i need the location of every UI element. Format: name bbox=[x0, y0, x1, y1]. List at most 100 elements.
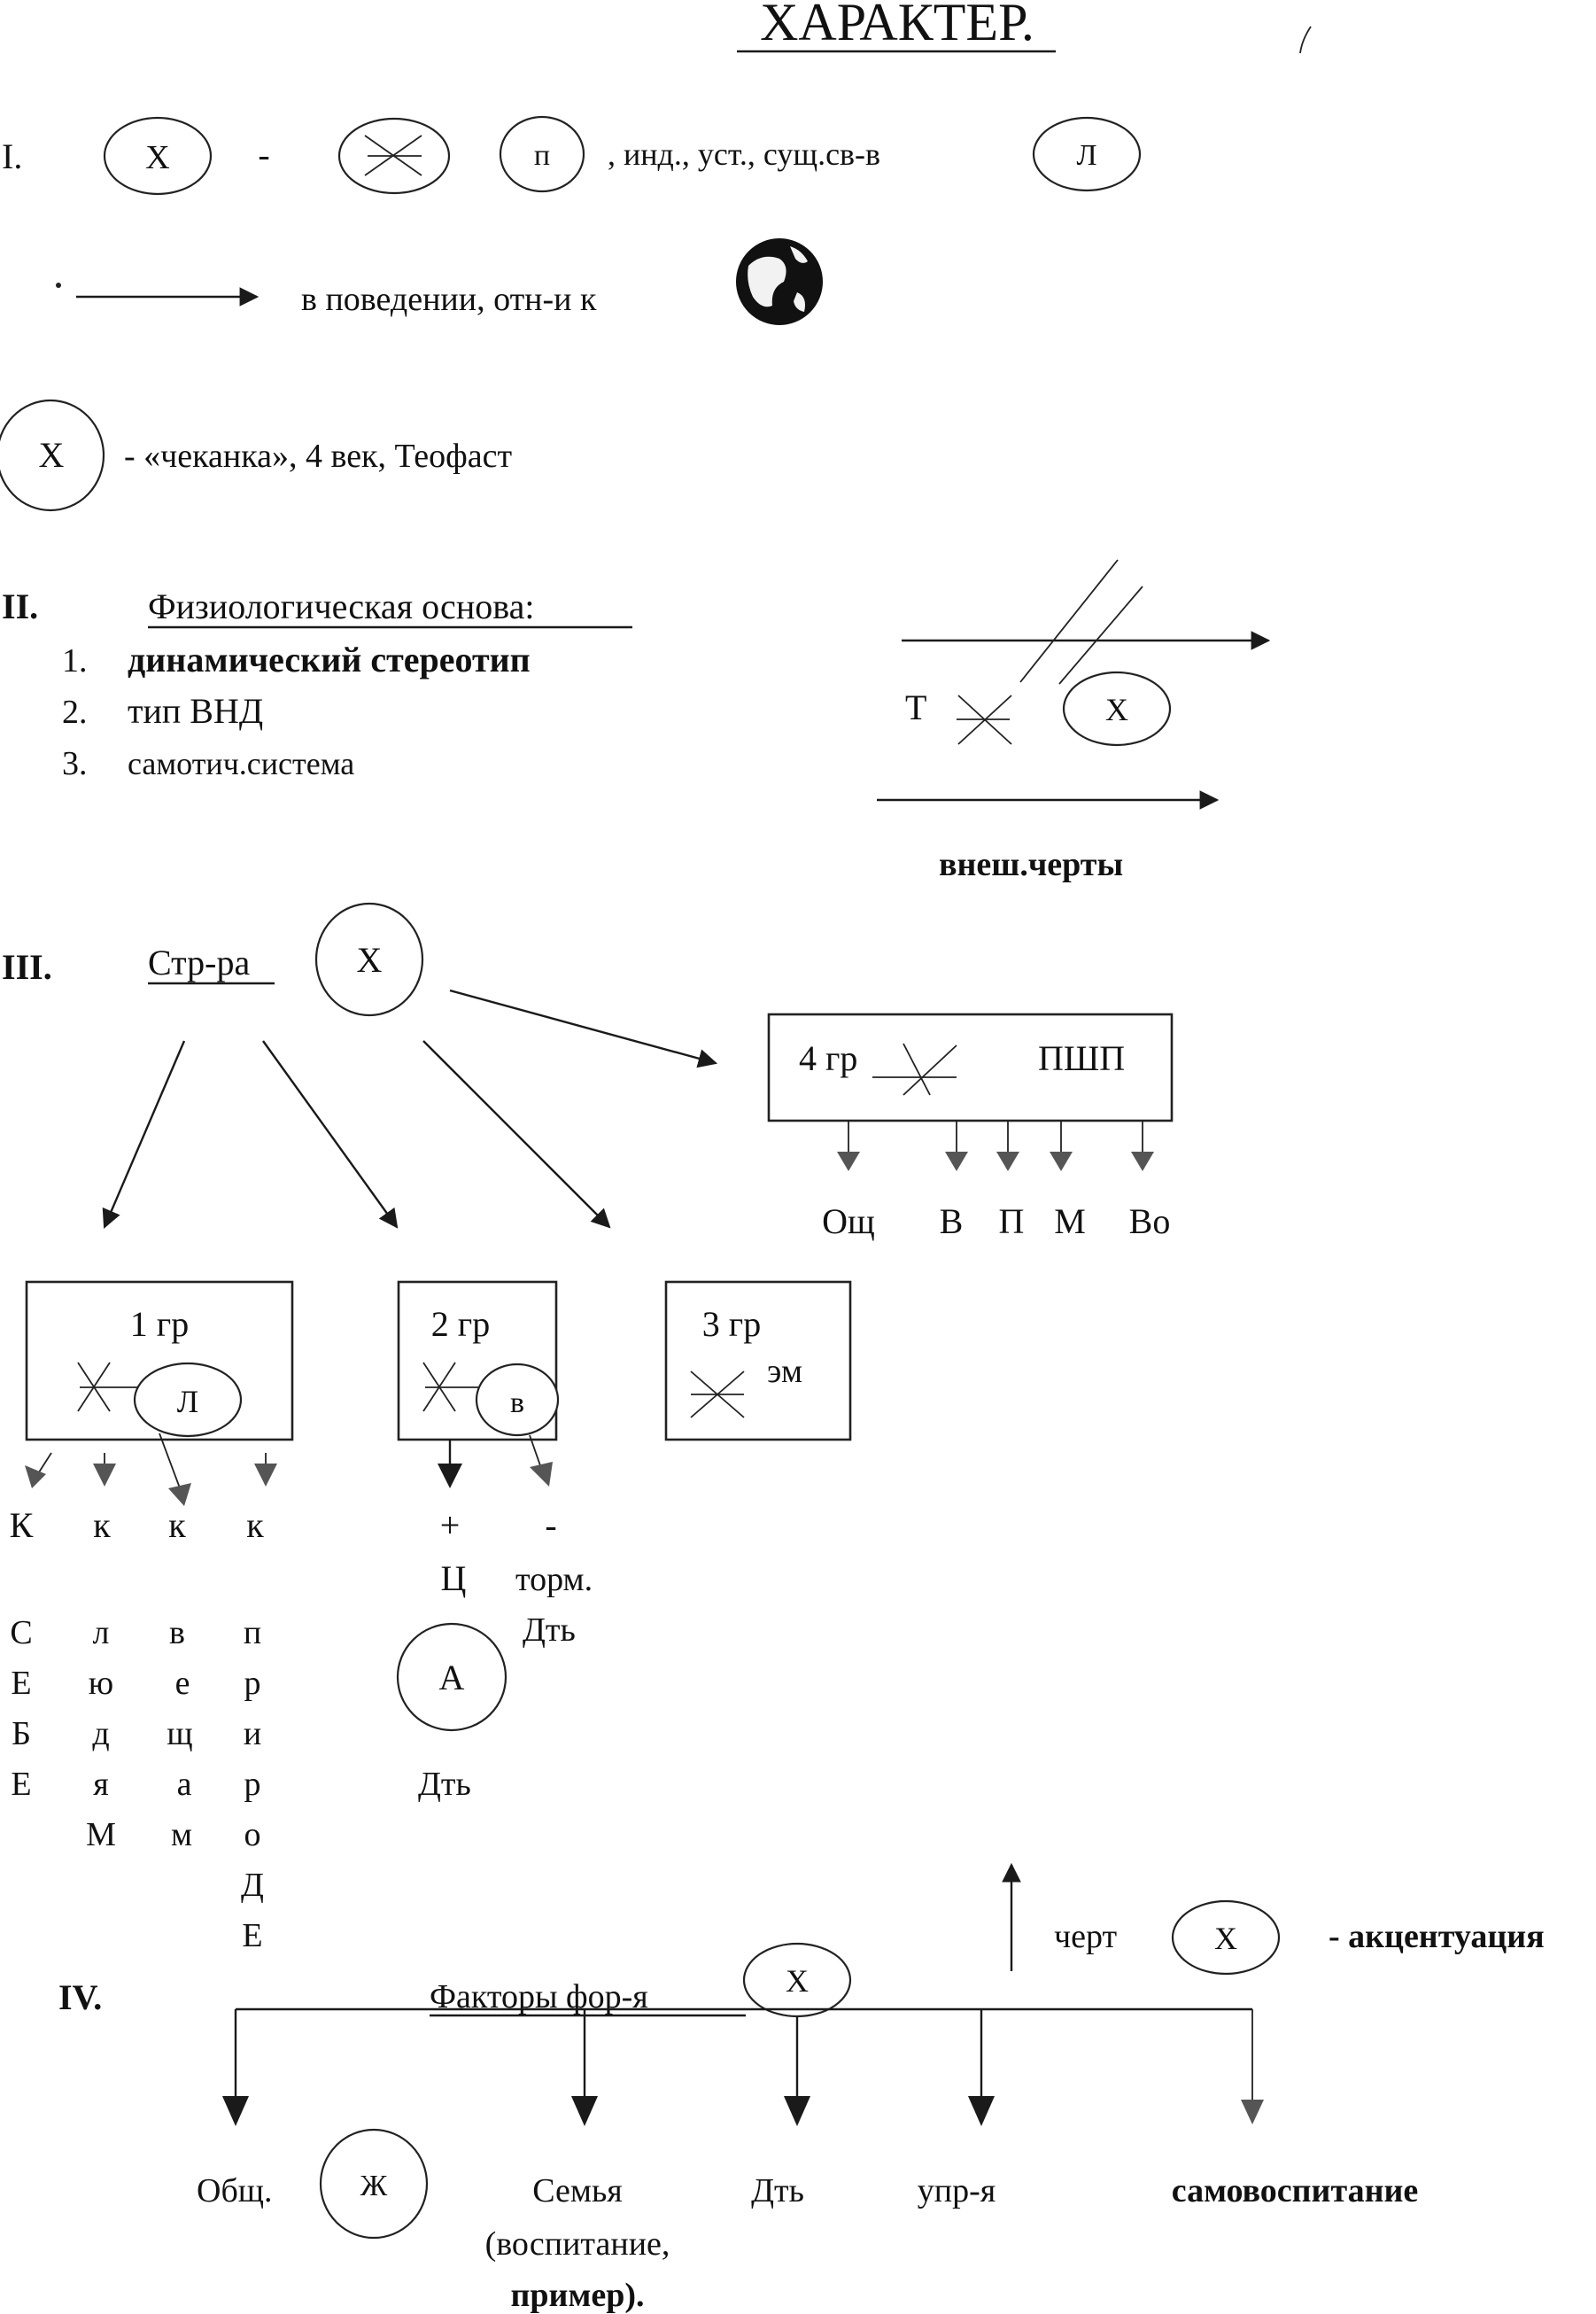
column-letter: Б bbox=[12, 1715, 31, 1752]
section3-circle-x bbox=[314, 902, 424, 1017]
group2-c-label: Ц bbox=[441, 1558, 467, 1598]
group1-output-arrows bbox=[25, 1433, 277, 1506]
group3-label: 3 гр bbox=[702, 1304, 761, 1344]
dot-mark bbox=[56, 283, 61, 288]
group3-box bbox=[664, 1280, 852, 1441]
section2-ext-label: внеш.черты bbox=[939, 846, 1123, 883]
section2-circle-x bbox=[1062, 671, 1172, 747]
section2-slash bbox=[1019, 559, 1119, 683]
column-letter: и bbox=[244, 1715, 261, 1752]
group4-output-label: М bbox=[1054, 1201, 1086, 1241]
accent-circle-x-label: Х bbox=[1214, 1921, 1237, 1956]
section1-numeral: I. bbox=[2, 136, 22, 176]
group2-dt1: Дть bbox=[523, 1611, 576, 1649]
factor-label: Общ. bbox=[197, 2172, 273, 2209]
section4-circle-x-label: Х bbox=[786, 1963, 809, 1999]
group1-output-label: к bbox=[93, 1505, 111, 1545]
group1-circle-l bbox=[133, 1362, 243, 1438]
section4-numeral: IV. bbox=[58, 1977, 102, 2017]
page-title: ХАРАКТЕР. bbox=[760, 0, 1034, 51]
column-letter: щ bbox=[167, 1715, 192, 1752]
group2-output-arrows bbox=[438, 1434, 553, 1488]
section2-slash bbox=[1058, 586, 1143, 685]
column-letter: л bbox=[93, 1614, 110, 1651]
column-letter: М bbox=[86, 1816, 116, 1853]
column-letter: С bbox=[10, 1614, 32, 1651]
column-letter: я bbox=[93, 1766, 108, 1803]
arrow-to-group3 bbox=[422, 1040, 611, 1229]
section4-drop-arrows bbox=[222, 2009, 1264, 2126]
column-letter: е bbox=[175, 1665, 190, 1702]
group2-circle-a-label: А bbox=[439, 1658, 465, 1697]
arrow-to-group2 bbox=[262, 1040, 399, 1229]
section2-item-num: 3. bbox=[62, 745, 88, 782]
section1-circle-l-label: Л bbox=[1076, 139, 1096, 172]
group2-torm: торм. bbox=[515, 1561, 593, 1598]
column-letter: о bbox=[244, 1816, 261, 1853]
section3-numeral: III. bbox=[2, 947, 52, 987]
section2-circle-x-label: Х bbox=[1105, 692, 1128, 727]
group2-label: 2 гр bbox=[431, 1304, 490, 1344]
section1-circle-p bbox=[499, 115, 585, 193]
group3-suffix: эм bbox=[767, 1353, 802, 1390]
stray-mark bbox=[1299, 26, 1312, 54]
group4-output-arrows bbox=[837, 1121, 1154, 1171]
group4-output-label: Во bbox=[1129, 1201, 1171, 1241]
accent-circle-x bbox=[1171, 1899, 1281, 1976]
section1-dash: - bbox=[258, 135, 269, 175]
family-note: пример). bbox=[511, 2277, 645, 2314]
cross-stroke bbox=[903, 1043, 931, 1096]
factor-label: Семья bbox=[532, 2172, 623, 2209]
group2-circle-a bbox=[396, 1622, 507, 1732]
arrow-to-group4 bbox=[449, 989, 718, 1068]
group1-output-label: К bbox=[10, 1505, 34, 1545]
group2-circle-v bbox=[475, 1363, 560, 1437]
column-letter: Е bbox=[11, 1766, 31, 1803]
column-letter: п bbox=[244, 1614, 261, 1651]
group1-label: 1 гр bbox=[130, 1304, 189, 1344]
group2-box bbox=[397, 1280, 558, 1441]
section1-text: , инд., уст., сущ.св-в bbox=[608, 136, 880, 172]
section1-circle-x bbox=[103, 116, 213, 196]
group4-right: ПШП bbox=[1038, 1038, 1125, 1078]
section2-numeral: II. bbox=[2, 586, 38, 626]
section4-circle-zh bbox=[319, 2128, 429, 2240]
group2-plus: + bbox=[440, 1505, 461, 1545]
column-letter: Е bbox=[11, 1665, 31, 1702]
column-letter: ю bbox=[89, 1665, 113, 1702]
column-letter: Е bbox=[242, 1917, 262, 1954]
column-letter: Д bbox=[241, 1867, 264, 1904]
section3-heading: Стр-ра bbox=[148, 943, 250, 982]
section1-circle-l bbox=[1032, 116, 1142, 192]
factor-label: Дть bbox=[751, 2172, 804, 2209]
column-letter: в bbox=[169, 1614, 185, 1651]
section2-item-num: 2. bbox=[62, 694, 88, 731]
column-letter: м bbox=[171, 1816, 192, 1853]
group4-box bbox=[767, 1013, 1174, 1122]
factor-label: самовоспитание bbox=[1172, 2172, 1418, 2209]
factor-label: упр-я bbox=[918, 2172, 996, 2209]
section3-circle-x-label: Х bbox=[357, 940, 383, 980]
globe-icon bbox=[736, 238, 823, 325]
column-letter: р bbox=[244, 1766, 261, 1803]
section1-circle-x-big bbox=[0, 399, 105, 512]
group1-box bbox=[25, 1280, 294, 1441]
group4-output-label: Ощ bbox=[822, 1201, 875, 1241]
section2-item-text: тип ВНД bbox=[128, 691, 263, 731]
section1-x-big-label: Х bbox=[39, 435, 65, 475]
cross-stroke bbox=[903, 1044, 957, 1096]
section1-arrow-text: в поведении, отн-и к bbox=[301, 281, 597, 318]
accent-pre: черт bbox=[1054, 1918, 1117, 1955]
section2-item-num: 1. bbox=[62, 642, 88, 679]
accent-post: - акцентуация bbox=[1329, 1918, 1545, 1955]
group2-circle-v-label: в bbox=[510, 1386, 524, 1419]
letter-columns: С Е Б Е л ю д я М в е щ а м п р и р о Д … bbox=[10, 1614, 264, 1954]
group2-minus: - bbox=[545, 1505, 556, 1545]
group2-dt2: Дть bbox=[418, 1766, 471, 1803]
arrow-to-group1 bbox=[102, 1040, 186, 1229]
section1-circle-x-label: Х bbox=[145, 139, 169, 176]
section2-heading: Физиологическая основа: bbox=[148, 586, 534, 626]
group1-output-label: к bbox=[168, 1505, 186, 1545]
section2-item-text: самотич.система bbox=[128, 746, 354, 781]
